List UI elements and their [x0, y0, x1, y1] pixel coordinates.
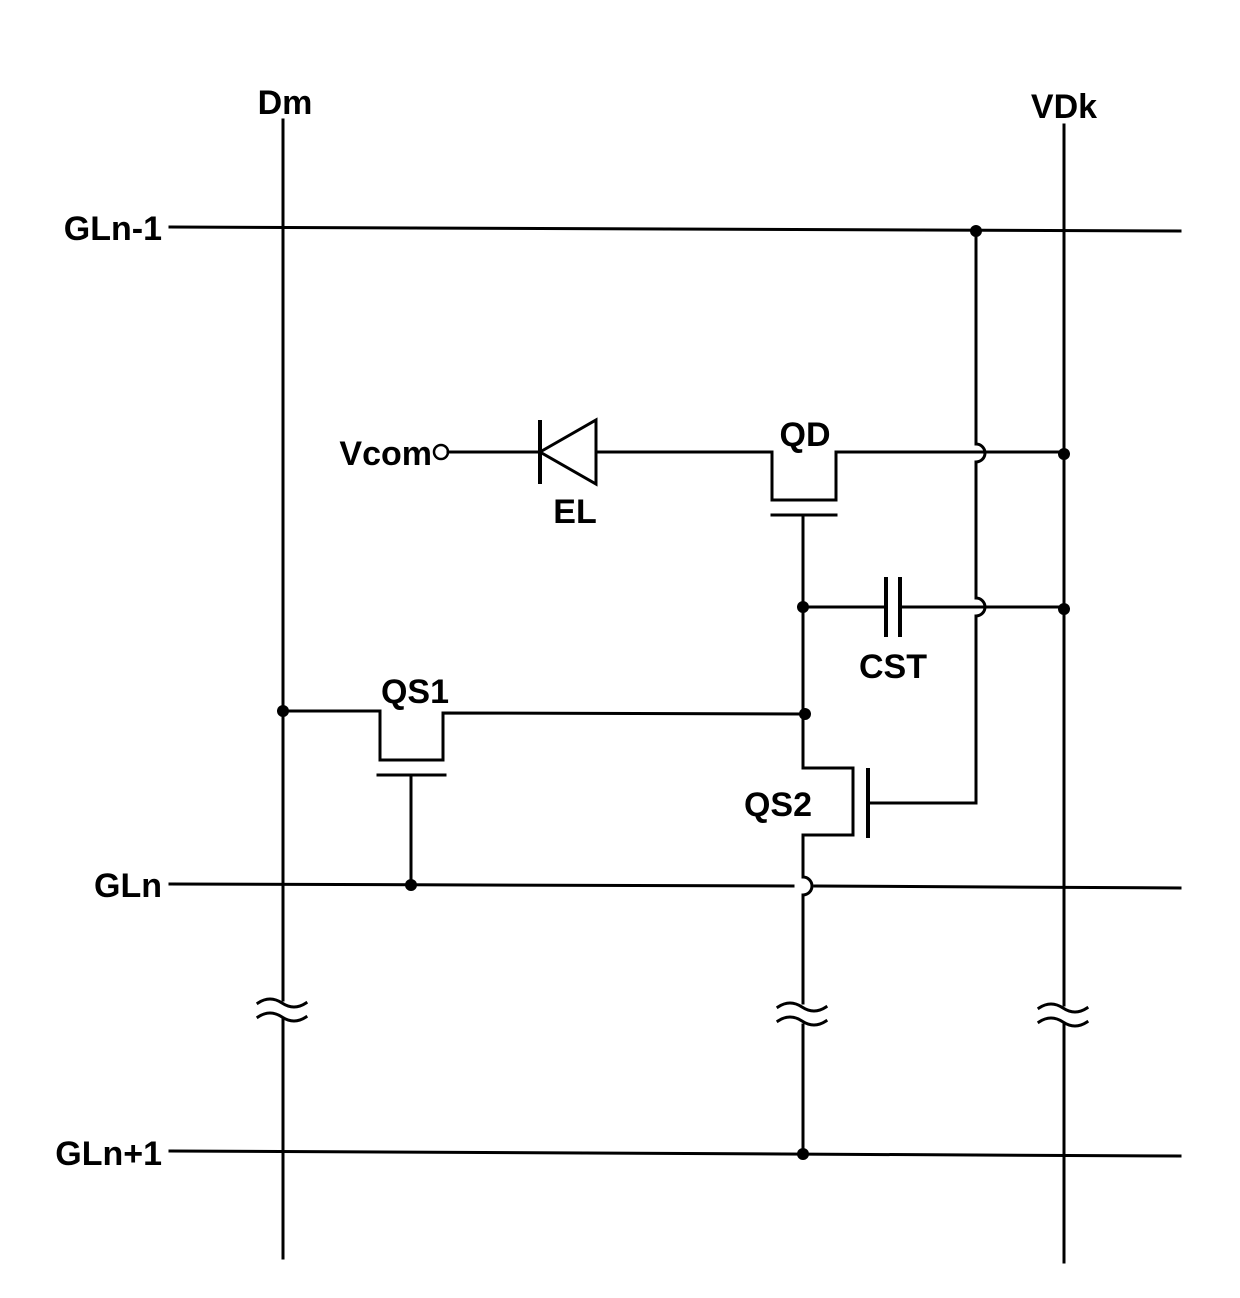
label-gate-curr: GLn [94, 867, 162, 905]
label-gate-prev: GLn-1 [64, 210, 162, 248]
cst-capacitor [803, 577, 1064, 637]
break-mark-dm [258, 999, 306, 1021]
gate-prev-branch [868, 231, 985, 803]
label-qd: QD [780, 416, 831, 454]
label-el: EL [553, 493, 596, 531]
gate-line-next [170, 1151, 1180, 1156]
junction-dot [1058, 448, 1070, 460]
power-line-vdk [1039, 125, 1087, 1262]
gate-line-curr [170, 884, 1180, 888]
qs2-transistor [778, 768, 868, 1155]
break-mark-node [778, 1003, 826, 1025]
label-qs2: QS2 [744, 786, 812, 824]
vcom-terminal [434, 445, 448, 459]
label-qs1: QS1 [381, 673, 449, 711]
junction-dot [797, 1148, 809, 1160]
qd-transistor [772, 452, 1064, 607]
junction-dot [970, 225, 982, 237]
label-vdk: VDk [1031, 88, 1097, 126]
junction-dot [1058, 603, 1070, 615]
qs1-transistor [283, 711, 803, 884]
gate-line-prev [170, 227, 1180, 231]
el-diode [540, 420, 596, 484]
label-cst: CST [859, 648, 927, 686]
label-gate-next: GLn+1 [55, 1135, 162, 1173]
label-vcom: Vcom [339, 435, 432, 473]
data-line-dm [258, 120, 306, 1258]
junction-dot [799, 708, 811, 720]
junction-dot [797, 601, 809, 613]
break-mark-vdk [1039, 1004, 1087, 1026]
label-dm: Dm [258, 84, 313, 122]
junction-dot [277, 705, 289, 717]
junction-dot [405, 879, 417, 891]
